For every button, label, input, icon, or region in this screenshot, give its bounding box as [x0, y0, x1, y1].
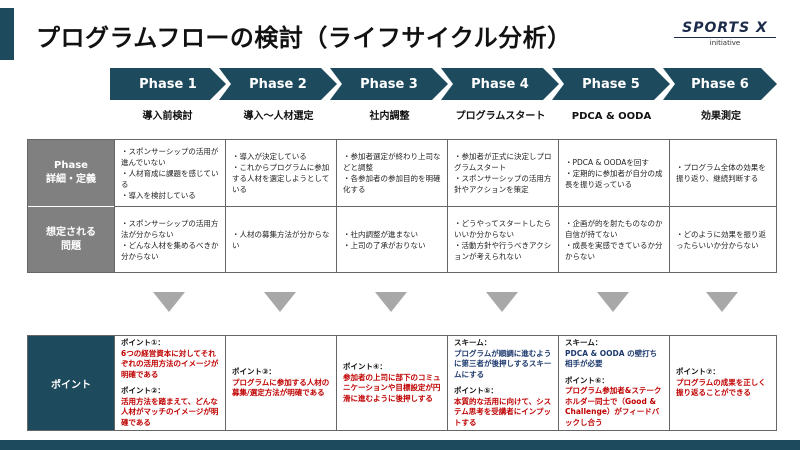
- point-label: ポイント⑥：: [565, 375, 609, 385]
- problem-text-phase-6: ・どのように効果を振り返ったらいいか分からない: [676, 229, 766, 250]
- logo-rule: [674, 37, 776, 38]
- problem-cell-phase-5: ・企画が的を射たものなのか自信が持てない ・成長を実感できているか分からない: [558, 207, 669, 272]
- row-head-definition-line2: 詳細・定義: [46, 174, 96, 185]
- point-description: プログラム参加者&ステークホルダー同士で（Good & Challenge）がフ…: [565, 386, 662, 427]
- row-head-problems-line2: 問題: [61, 240, 81, 252]
- row-head-definition: Phase 詳細・定義: [28, 140, 114, 207]
- phase-name-5: PDCA & OODA: [571, 111, 652, 122]
- down-arrow-icon: [486, 292, 518, 312]
- point-description: 本質的な活用に向けて、システム思考を受講者にインプットする: [454, 396, 552, 427]
- phase-chevron-row: Phase 1 Phase 2 Phase 3 Phase 4 Phase 5 …: [110, 68, 777, 100]
- problem-text-phase-3: ・社内調整が進まない ・上司の了承がおりない: [343, 229, 426, 250]
- point-description: 6つの経営資本に対してそれぞれの活用方法のイメージが明確である: [121, 348, 219, 379]
- problem-text-phase-1: ・スポンサーシップの活用方法が分からない ・どんな人材を集めるべきか分からない: [121, 218, 219, 261]
- down-arrow-icon: [153, 292, 185, 312]
- sports-x-logo: SPORTS X initiative: [666, 20, 784, 48]
- point-description: PDCA & OODA の壁打ち相手が必要: [565, 348, 658, 369]
- point-table: ポイント ポイント①：6つの経営資本に対してそれぞれの活用方法のイメージが明確で…: [27, 335, 777, 431]
- point-label: ポイント③：: [232, 367, 276, 377]
- problem-text-phase-4: ・どうやってスタートしたらいいか分からない ・活動方針や行うべきアクションが考え…: [454, 218, 552, 261]
- definition-text-phase-3: ・参加者選定が終わり上司などと調整 ・各参加者の参加目的を明確化する: [343, 152, 441, 194]
- point-text-phase-5: スキーム：PDCA & OODA の壁打ち相手が必要ポイント⑥：プログラム参加者…: [565, 338, 664, 428]
- phase-name-3: 社内調整: [369, 111, 410, 122]
- point-cell-phase-6: ポイント⑦：プログラムの成果を正しく振り返ることができる: [669, 336, 776, 430]
- definition-text-phase-6: ・プログラム全体の効果を振り返り、継続判断する: [676, 163, 766, 183]
- problem-cell-phase-4: ・どうやってスタートしたらいいか分からない ・活動方針や行うべきアクションが考え…: [447, 207, 558, 272]
- row-head-problems: 想定される 問題: [28, 207, 114, 272]
- phase-chevron-6: Phase 6: [663, 68, 777, 100]
- problem-text-phase-2: ・人材の募集方法が分からない: [232, 229, 330, 250]
- phase-chevron-5: Phase 5: [552, 68, 670, 100]
- point-description: プログラムが順調に進むように第三者が後押しするスキームにする: [454, 348, 552, 379]
- phase-name-6: 効果測定: [701, 111, 741, 122]
- point-cell-phase-5: スキーム：PDCA & OODA の壁打ち相手が必要ポイント⑥：プログラム参加者…: [558, 336, 669, 430]
- point-row-head: ポイント: [28, 336, 114, 430]
- title-accent-bar: [0, 8, 14, 60]
- point-description: 参加者の上司に部下のコミュニケーションや目標設定が円滑に進むように後押しする: [343, 372, 441, 403]
- point-label: ポイント④：: [343, 362, 387, 371]
- definition-text-phase-4: ・参加者が正式に決定しプログラムスタート ・スポンサーシップの活用方針やアクショ…: [454, 152, 552, 194]
- point-description: プログラムの成果を正しく振り返ることができる: [676, 377, 766, 398]
- point-cell-phase-4: スキーム：プログラムが順調に進むように第三者が後押しするスキームにするポイント⑤…: [447, 336, 558, 430]
- problem-cell-phase-3: ・社内調整が進まない ・上司の了承がおりない: [336, 207, 447, 272]
- definition-text-phase-1: ・スポンサーシップの活用が進んでいない ・人材育成に課題を感じている ・導入を検…: [121, 146, 219, 200]
- definition-text-phase-2: ・導入が決定している ・これからプログラムに参加する人材を選定しようとしている: [232, 152, 330, 194]
- point-cell-phase-2: ポイント③：プログラムに参加する人材の募集/選定方法が明確である: [225, 336, 336, 430]
- definition-cell-phase-1: ・スポンサーシップの活用が進んでいない ・人材育成に課題を感じている ・導入を検…: [114, 140, 225, 207]
- problem-text-phase-5: ・企画が的を射たものなのか自信が持てない ・成長を実感できているか分からない: [565, 218, 663, 261]
- definition-cell-phase-2: ・導入が決定している ・これからプログラムに参加する人材を選定しようとしている: [225, 140, 336, 207]
- slide-title: プログラムフローの検討（ライフサイクル分析）: [36, 24, 572, 52]
- phase-name-2: 導入～人材選定: [243, 111, 314, 122]
- phase-name-row: 導入前検討 導入～人材選定 社内調整 プログラムスタート PDCA & OODA…: [110, 106, 777, 128]
- point-text-phase-2: ポイント③：プログラムに参加する人材の募集/選定方法が明確である: [232, 367, 331, 399]
- row-head-problems-line1: 想定される: [46, 226, 96, 238]
- row-head-definition-line1: Phase: [54, 160, 88, 171]
- point-text-phase-3: ポイント④：参加者の上司に部下のコミュニケーションや目標設定が円滑に進むように後…: [343, 362, 442, 404]
- problem-cell-phase-2: ・人材の募集方法が分からない: [225, 207, 336, 272]
- point-text-phase-6: ポイント⑦：プログラムの成果を正しく振り返ることができる: [676, 367, 771, 399]
- phase-chevron-3: Phase 3: [330, 68, 448, 100]
- definition-text-phase-5: ・PDCA & OODAを回す ・定期的に参加者が自分の成長を振り返っている: [565, 157, 663, 189]
- definition-cell-phase-4: ・参加者が正式に決定しプログラムスタート ・スポンサーシップの活用方針やアクショ…: [447, 140, 558, 207]
- point-label: ポイント②：: [121, 386, 165, 395]
- point-label: スキーム：: [454, 338, 492, 347]
- phase-chevron-2: Phase 2: [219, 68, 337, 100]
- phase-detail-table: Phase 詳細・定義 想定される 問題 ・スポンサーシップの活用が進んでいない…: [27, 139, 777, 273]
- point-label: ポイント⑤：: [454, 386, 498, 395]
- definition-cell-phase-6: ・プログラム全体の効果を振り返り、継続判断する: [669, 140, 776, 207]
- phase-chevron-4: Phase 4: [441, 68, 559, 100]
- point-description: プログラムに参加する人材の募集/選定方法が明確である: [232, 377, 330, 398]
- point-text-phase-4: スキーム：プログラムが順調に進むように第三者が後押しするスキームにするポイント⑤…: [454, 338, 553, 428]
- definition-cell-phase-3: ・参加者選定が終わり上司などと調整 ・各参加者の参加目的を明確化する: [336, 140, 447, 207]
- point-label: ポイント⑦：: [676, 367, 720, 377]
- problem-cell-phase-1: ・スポンサーシップの活用方法が分からない ・どんな人材を集めるべきか分からない: [114, 207, 225, 272]
- phase-chevron-1: Phase 1: [110, 68, 226, 100]
- point-text-phase-1: ポイント①：6つの経営資本に対してそれぞれの活用方法のイメージが明確であるポイン…: [121, 338, 220, 428]
- down-arrow-icon: [375, 292, 407, 312]
- point-cell-phase-3: ポイント④：参加者の上司に部下のコミュニケーションや目標設定が円滑に進むように後…: [336, 336, 447, 430]
- point-description: 活用方法を踏まえて、どんな人材がマッチのイメージが明確である: [121, 396, 219, 427]
- point-label: スキーム：: [565, 338, 603, 347]
- problem-cell-phase-6: ・どのように効果を振り返ったらいいか分からない: [669, 207, 776, 272]
- definition-cell-phase-5: ・PDCA & OODAを回す ・定期的に参加者が自分の成長を振り返っている: [558, 140, 669, 207]
- phase-name-1: 導入前検討: [142, 111, 193, 122]
- down-arrow-icon: [597, 292, 629, 312]
- footer-bar: [0, 440, 800, 450]
- point-label: ポイント①：: [121, 338, 165, 347]
- logo-sub-text: initiative: [709, 39, 741, 47]
- point-cell-phase-1: ポイント①：6つの経営資本に対してそれぞれの活用方法のイメージが明確であるポイン…: [114, 336, 225, 430]
- down-arrow-icon: [264, 292, 296, 312]
- phase-name-4: プログラムスタート: [455, 111, 546, 122]
- logo-main-text: SPORTS X: [682, 20, 768, 36]
- down-arrow-icon: [706, 292, 738, 312]
